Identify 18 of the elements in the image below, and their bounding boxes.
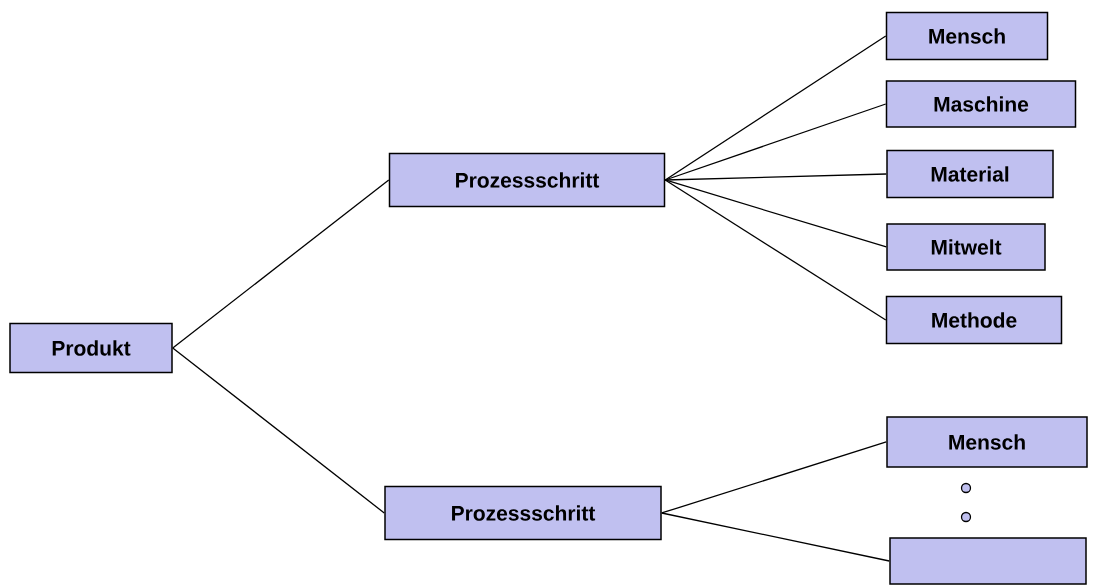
factor-box: Mensch bbox=[885, 11, 1049, 61]
factor-box: Mitwelt bbox=[886, 223, 1046, 271]
factor-box: Material bbox=[886, 149, 1054, 199]
process-box: Prozessschritt bbox=[384, 485, 662, 541]
factor-box: Methode bbox=[885, 295, 1063, 345]
product-box: Produkt bbox=[9, 322, 173, 374]
empty-box bbox=[889, 537, 1087, 585]
connector-line bbox=[172, 179, 390, 349]
factor-box: Maschine bbox=[885, 80, 1077, 128]
connector-line bbox=[172, 347, 385, 514]
connector-line bbox=[664, 179, 887, 321]
factor-box: Mensch bbox=[886, 416, 1088, 468]
connector-line bbox=[664, 35, 887, 181]
connector-line bbox=[661, 441, 887, 514]
connector-line bbox=[661, 512, 890, 562]
connector-line bbox=[664, 173, 887, 181]
process-box: Prozessschritt bbox=[388, 152, 666, 208]
connector-line bbox=[664, 179, 887, 248]
